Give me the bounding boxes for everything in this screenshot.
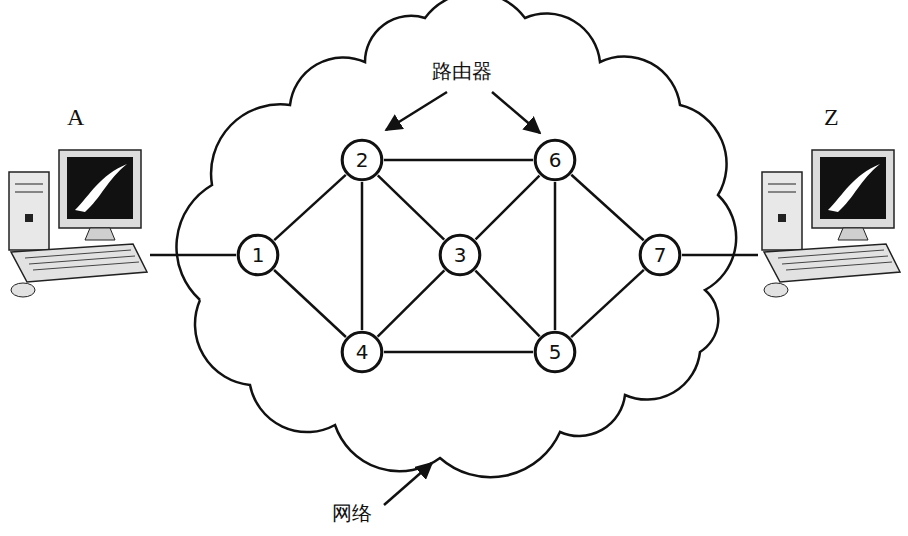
network-link — [571, 175, 643, 240]
router-node: 6 — [533, 138, 577, 182]
network-link — [475, 271, 539, 337]
computer-icon — [5, 140, 150, 370]
router-number: 2 — [356, 148, 369, 172]
router-number: 5 — [549, 340, 562, 364]
leader-arrow — [384, 463, 432, 505]
network-link — [150, 254, 236, 257]
router-node: 7 — [638, 233, 682, 277]
network-link — [554, 182, 557, 330]
leader-arrow — [386, 92, 447, 130]
router-number: 1 — [252, 243, 265, 267]
computer-node: A — [5, 140, 150, 370]
network-link — [361, 182, 364, 330]
host-label: A — [67, 104, 84, 131]
computer-icon — [758, 140, 903, 370]
network-link — [384, 351, 533, 354]
router-node: 3 — [438, 233, 482, 277]
network-link — [274, 270, 346, 337]
network-link — [274, 175, 346, 240]
network-label: 网络 — [332, 500, 372, 527]
router-number: 3 — [454, 243, 467, 267]
callout-label: 路由器 — [432, 58, 492, 85]
network-link — [476, 176, 540, 240]
router-node: 5 — [533, 330, 577, 374]
router-number: 4 — [356, 340, 369, 364]
router-node: 1 — [236, 233, 280, 277]
network-link — [384, 159, 533, 162]
leader-arrow — [492, 92, 540, 133]
network-link — [378, 270, 445, 336]
router-node: 2 — [340, 138, 384, 182]
network-link — [378, 175, 444, 239]
host-label: Z — [824, 104, 839, 131]
network-link — [571, 270, 644, 337]
computer-node: Z — [758, 140, 903, 370]
router-number: 7 — [654, 243, 667, 267]
network-link — [682, 254, 758, 257]
router-number: 6 — [549, 148, 562, 172]
router-node: 4 — [340, 330, 384, 374]
